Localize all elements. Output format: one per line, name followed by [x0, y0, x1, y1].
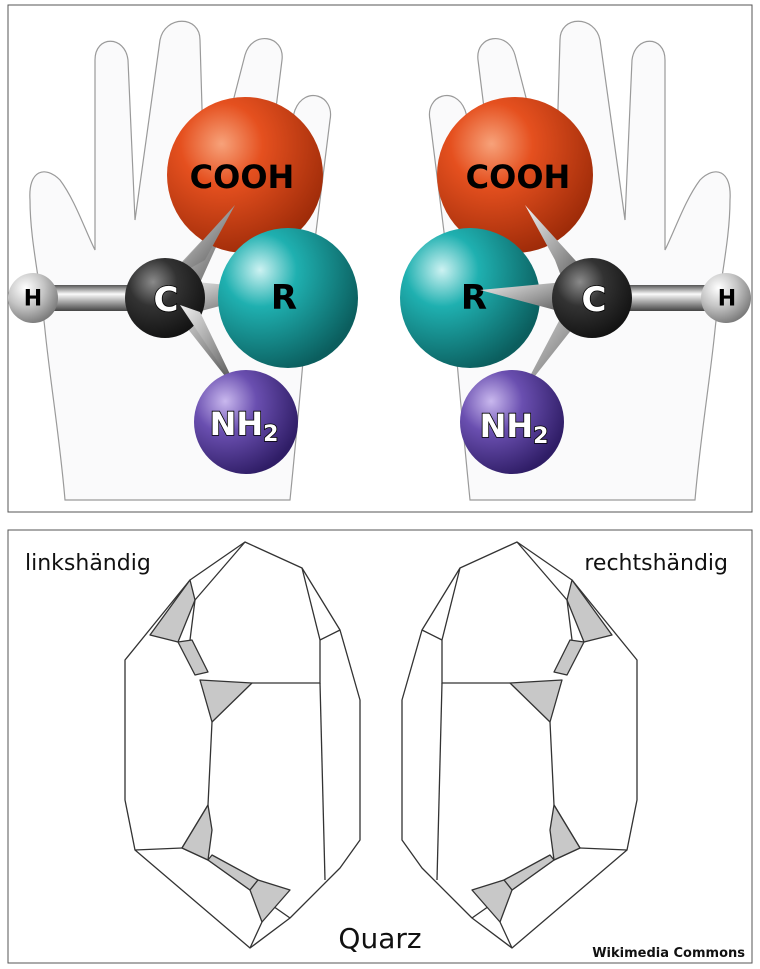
r-label: R [271, 278, 297, 318]
cooh-atom [167, 97, 323, 253]
nh2-label: NH2 [480, 407, 549, 449]
cooh-atom [437, 97, 593, 253]
cooh-label: COOH [466, 158, 571, 196]
right-handed-label: rechtshändig [584, 551, 728, 576]
c-atom [552, 258, 632, 338]
c-label: C [582, 280, 607, 320]
right-molecule: COOH R C H NH2 [400, 97, 751, 474]
left-handed-label: linkshändig [25, 551, 151, 576]
h-label: H [718, 287, 736, 312]
cooh-label: COOH [190, 158, 295, 196]
nh2-atom [194, 370, 298, 474]
c-label: C [154, 280, 179, 320]
h-atom [701, 273, 751, 323]
quartz-title: Quarz [338, 922, 421, 955]
credit-text: Wikimedia Commons [592, 946, 745, 961]
r-atom [218, 228, 358, 368]
h-label: H [24, 287, 42, 312]
c-atom [125, 258, 205, 338]
left-molecule: COOH R C H NH2 [8, 97, 358, 474]
left-quartz-crystal [124, 541, 361, 949]
right-quartz-crystal [401, 541, 638, 949]
crystal-panel [7, 529, 753, 964]
nh2-label: NH2 [210, 405, 279, 447]
nh2-atom [460, 370, 564, 474]
r-label: R [461, 278, 487, 318]
r-atom [400, 228, 540, 368]
h-atom [8, 273, 58, 323]
